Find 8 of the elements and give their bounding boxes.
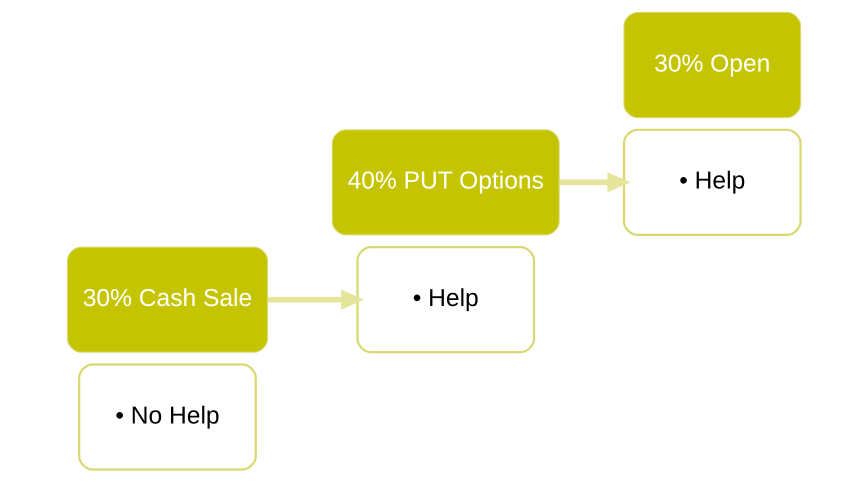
node-box: 30% Cash Sale bbox=[66, 246, 268, 353]
node-box: 40% PUT Options bbox=[331, 129, 560, 236]
node-box: 30% Open bbox=[622, 12, 801, 118]
arrow bbox=[267, 290, 364, 310]
node-box: • No Help bbox=[78, 363, 256, 471]
node-box: • Help bbox=[356, 246, 535, 354]
node-box: • Help bbox=[622, 128, 802, 236]
arrow bbox=[558, 172, 630, 192]
